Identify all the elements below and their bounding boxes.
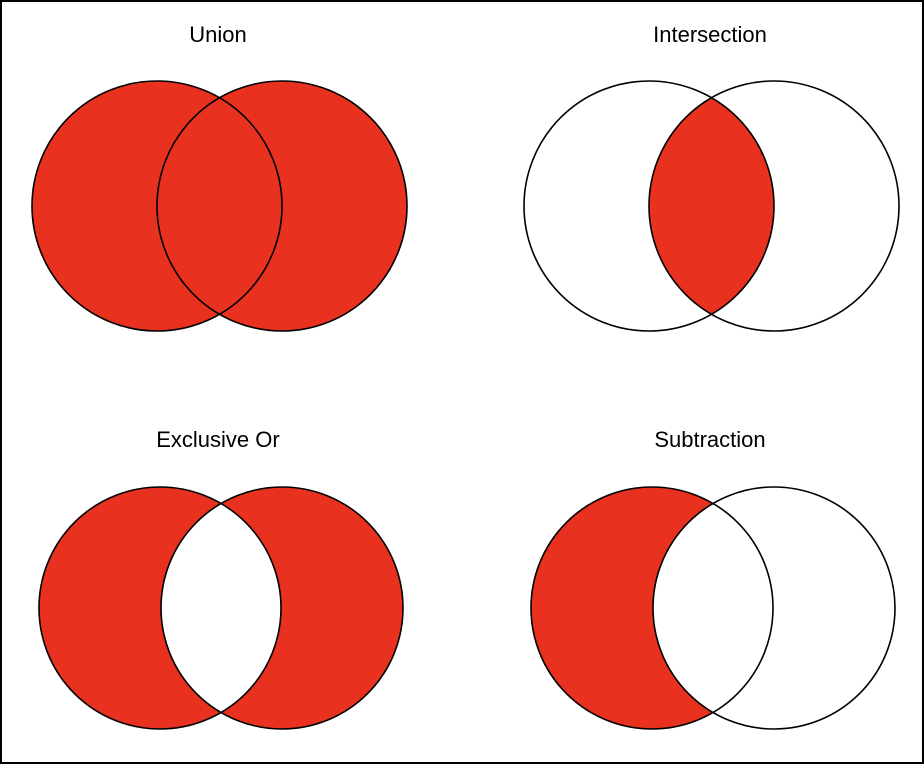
exclusive-or-diagram — [38, 486, 404, 730]
union-circle-a-outline — [31, 80, 283, 332]
intersection-lens-fill — [649, 81, 774, 331]
intersection-circle-b-outline — [648, 80, 900, 332]
intersection-title: Intersection — [653, 22, 767, 47]
union-title: Union — [189, 22, 247, 47]
intersection-circle-a-outline — [523, 80, 775, 332]
union-circle-b-outline — [156, 80, 408, 332]
xor-circle-b-fill — [161, 487, 403, 729]
subtraction-remainder-fill — [531, 487, 773, 729]
xor-circle-a-outline — [38, 486, 282, 730]
union-diagram — [31, 80, 408, 332]
exclusive-or-title: Exclusive Or — [156, 427, 280, 452]
subtraction-circle-b-outline — [652, 486, 896, 730]
intersection-diagram — [523, 80, 900, 332]
subtraction-title: Subtraction — [654, 427, 766, 452]
subtraction-circle-a-outline — [530, 486, 774, 730]
xor-circle-b-outline — [160, 486, 404, 730]
subtraction-diagram — [530, 486, 896, 730]
